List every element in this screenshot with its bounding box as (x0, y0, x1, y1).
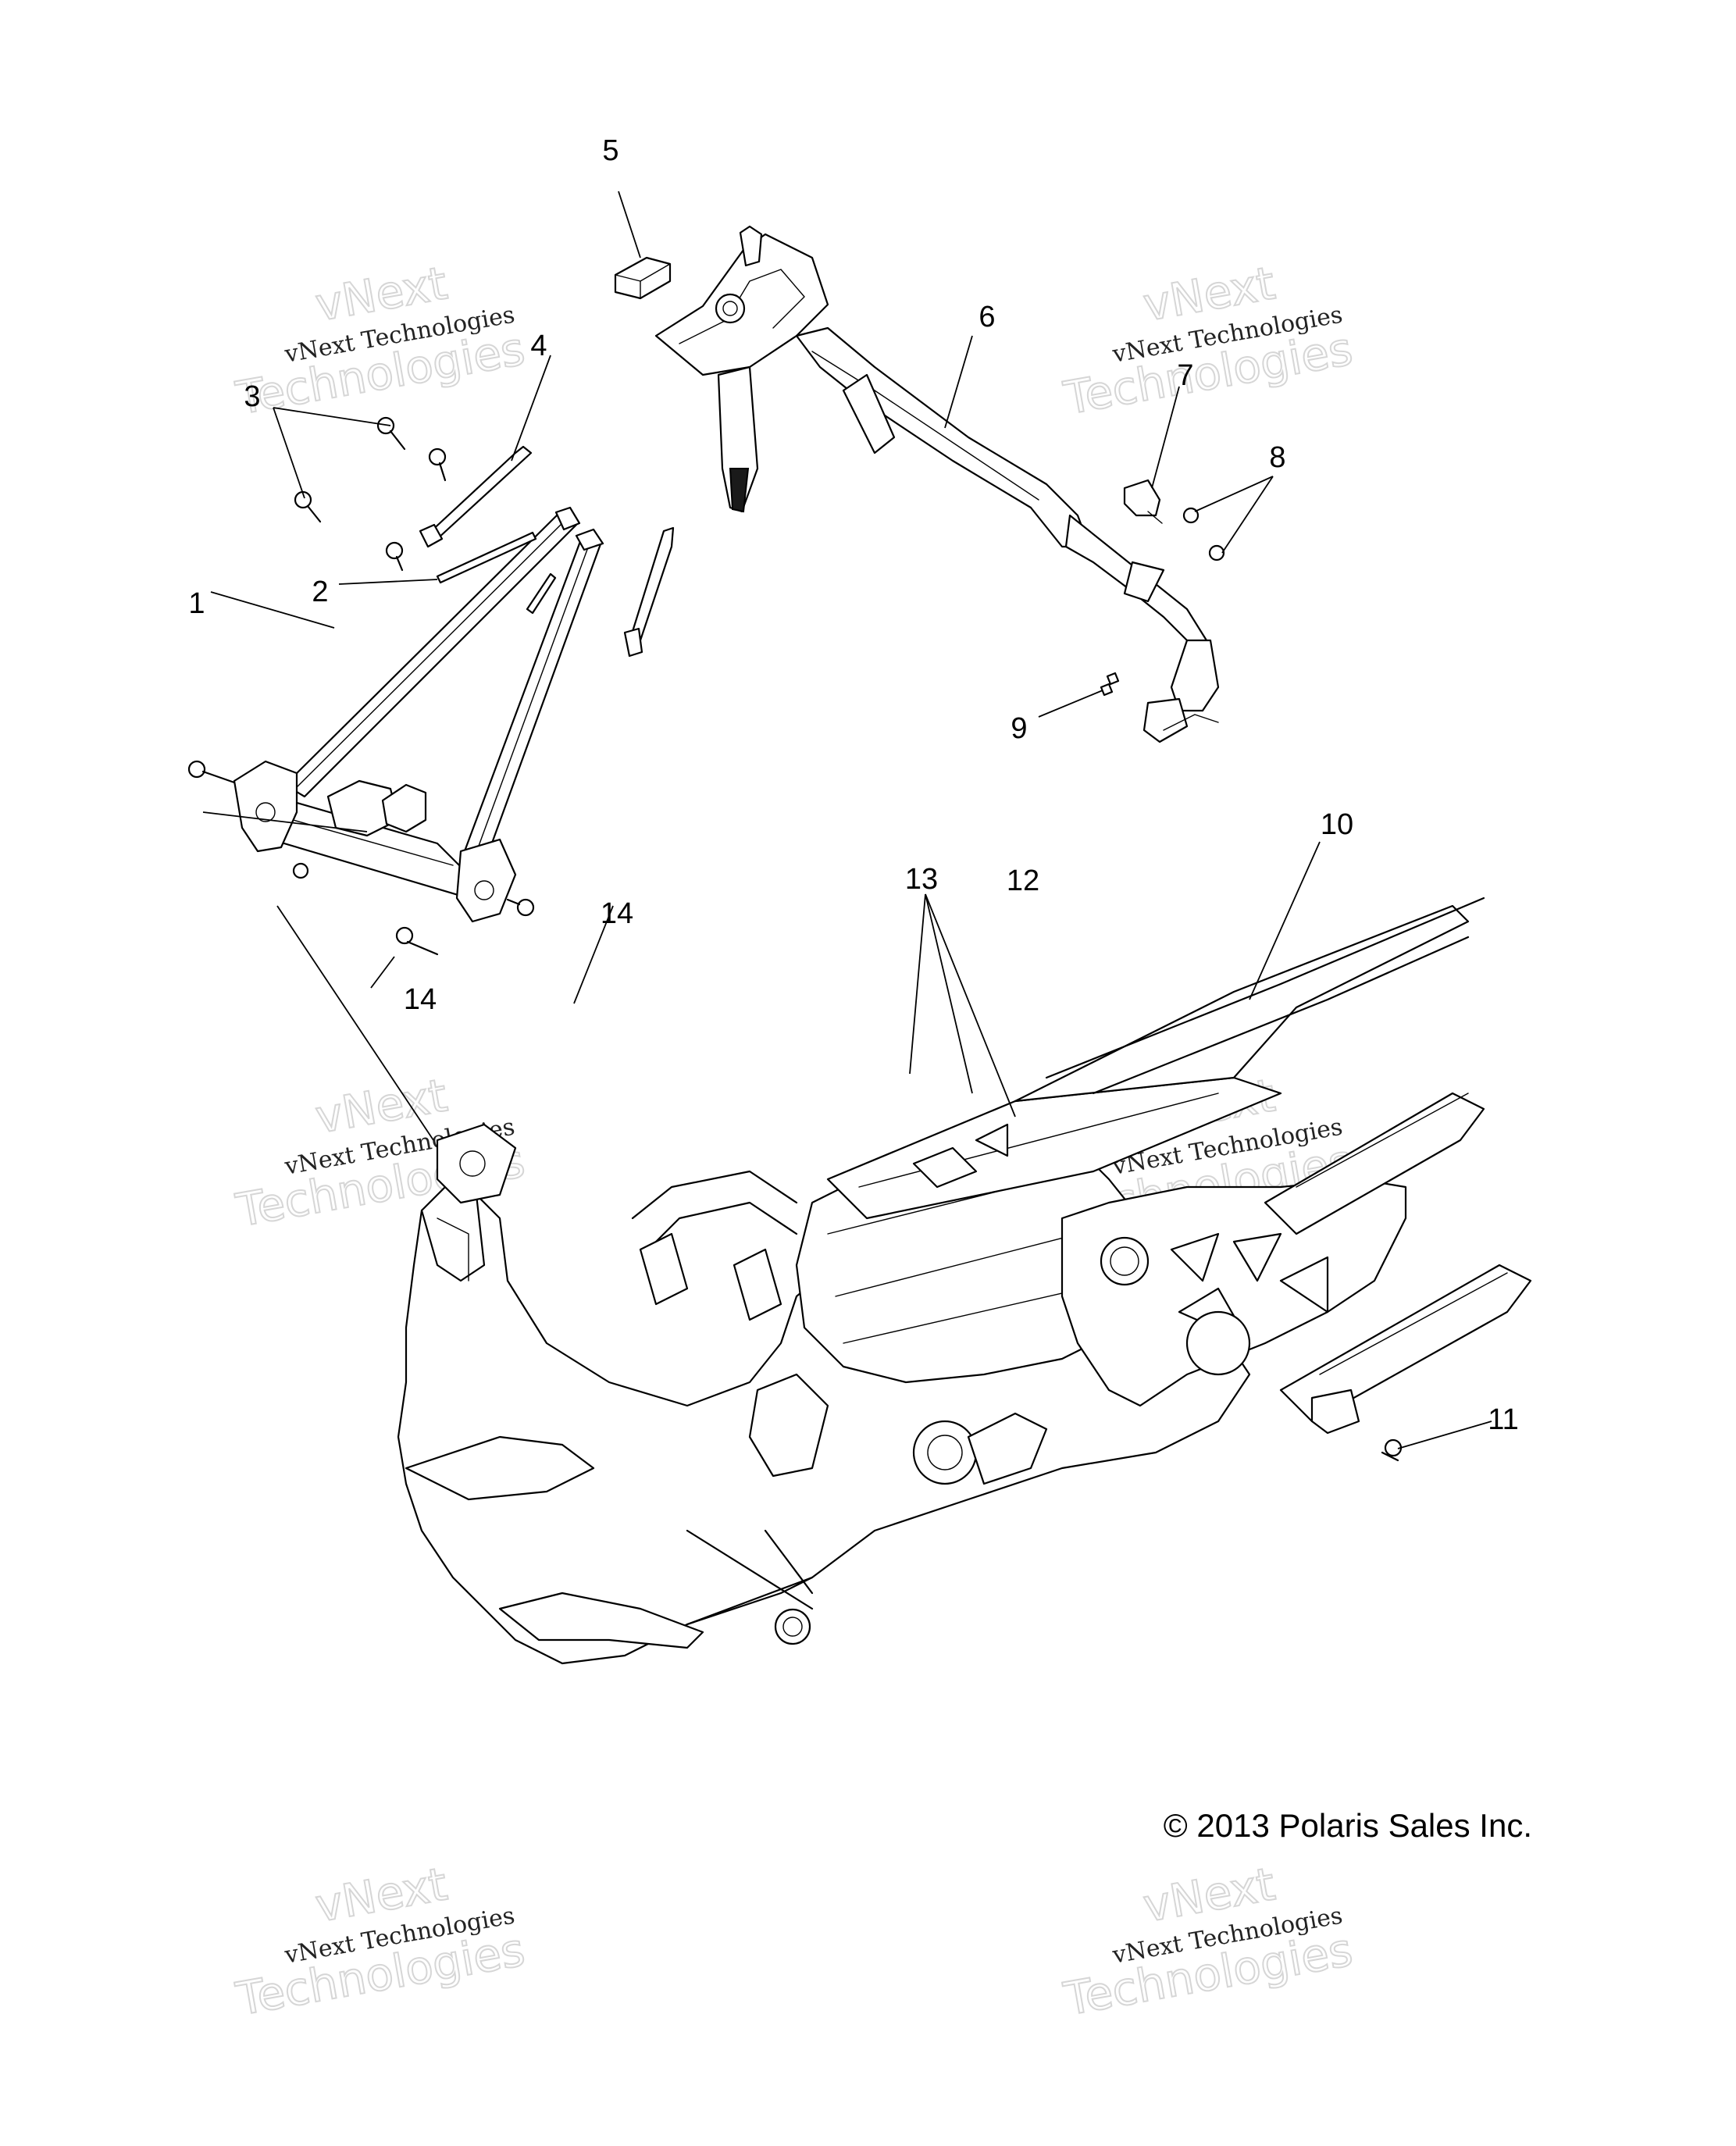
callout-6: 6 (979, 301, 995, 333)
callout-14-lower: 14 (404, 983, 437, 1016)
callout-9: 9 (1011, 712, 1027, 745)
bolt (385, 541, 404, 572)
leader-lines (202, 191, 1492, 1449)
part-4-strap (419, 445, 675, 658)
watermark-5: vNext vNext Technologies Technologies (231, 1856, 529, 2027)
bolt (376, 416, 406, 451)
callout-3: 3 (244, 380, 260, 413)
part-1-front-frame (233, 506, 604, 923)
callout-10: 10 (1321, 808, 1353, 841)
part-6-steering-post (654, 225, 1220, 743)
part-7-clip (1123, 479, 1163, 524)
bolt (294, 490, 322, 523)
part-9-fastener (1100, 672, 1120, 697)
bolt (428, 447, 447, 482)
part-3-bolts (187, 416, 447, 784)
callout-7: 7 (1177, 359, 1193, 392)
main-chassis (397, 897, 1532, 1665)
callouts: 5 6 4 3 7 8 9 1 2 10 13 12 14 14 11 (188, 134, 1518, 1436)
callout-1: 1 (188, 587, 205, 620)
callout-13: 13 (905, 863, 938, 896)
callout-12: 12 (1007, 864, 1039, 897)
watermark-6: vNext vNext Technologies Technologies (1059, 1856, 1357, 2027)
callout-8: 8 (1269, 441, 1285, 474)
watermark-2: vNext vNext Technologies Technologies (1059, 255, 1357, 426)
callout-11: 11 (1488, 1403, 1518, 1436)
callout-4: 4 (530, 330, 547, 362)
part-8-nuts (1182, 507, 1225, 561)
part-14-bolts (292, 862, 535, 956)
copyright-notice: © 2013 Polaris Sales Inc. (1164, 1807, 1532, 1844)
callout-5: 5 (602, 134, 618, 167)
bolt (187, 760, 236, 784)
part-2-strips (436, 531, 557, 615)
watermark-1: vNext vNext Technologies Technologies (231, 255, 529, 426)
callout-2: 2 (312, 576, 328, 608)
callout-14-upper: 14 (601, 897, 633, 930)
part-5-block (614, 256, 672, 300)
